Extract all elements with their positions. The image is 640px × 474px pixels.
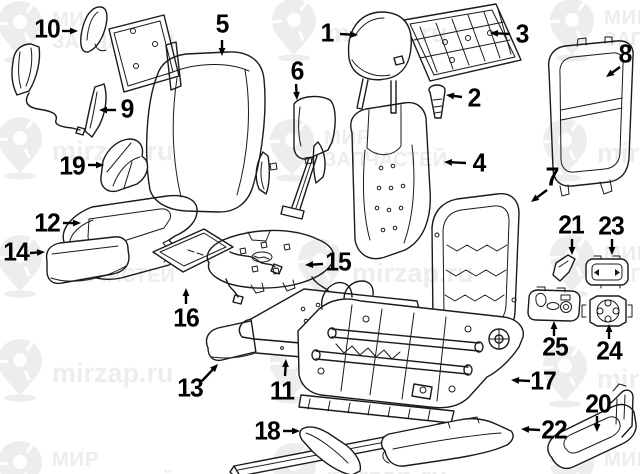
part-label-7-seat-back-frame[interactable]: 7 <box>545 161 560 192</box>
part-label-2-bolt[interactable]: 2 <box>467 82 482 113</box>
part-label-4-seat-back-pad[interactable]: 4 <box>472 147 487 178</box>
part-label-3-seat-back-panel[interactable]: 3 <box>515 18 530 49</box>
part-19-side-trim-drawing <box>100 138 149 193</box>
part-25-switch-panel-drawing <box>527 286 581 322</box>
part-22-rail-cover-drawing <box>380 416 514 467</box>
part-label-5-seat-back-cover[interactable]: 5 <box>215 8 230 39</box>
part-label-19-side-trim-cap[interactable]: 19 <box>59 150 86 181</box>
part-arrow-head-24 <box>605 324 613 332</box>
part-arrow-head-3 <box>490 30 499 37</box>
part-arrow-line-11 <box>283 366 287 377</box>
part-arrow-head-19 <box>96 161 104 169</box>
part-arrow-head-5 <box>218 48 226 56</box>
part-5-back-cover-drawing <box>145 51 266 213</box>
part-label-1-headrest[interactable]: 1 <box>320 17 335 48</box>
part-arrow-head-18 <box>292 427 300 435</box>
part-20-valance-panel-drawing <box>547 383 637 470</box>
part-arrow-line-15 <box>312 262 324 266</box>
part-arrow-head-7 <box>531 194 540 202</box>
part-arrow-head-25 <box>550 321 558 329</box>
part-arrow-line-22 <box>528 428 541 432</box>
part-label-14-bolster-pad-front[interactable]: 14 <box>3 236 30 267</box>
part-arrow-head-11 <box>282 359 289 368</box>
part-10-bolster-assembly-drawing <box>11 6 182 136</box>
part-16-sensor-mat-drawing <box>152 228 283 275</box>
part-6-lumbar-support-drawing <box>255 95 336 220</box>
part-2-bolt-drawing <box>428 84 446 119</box>
part-arrow-head-17 <box>511 377 520 384</box>
part-21-release-lever-drawing <box>552 254 576 282</box>
part-arrow-line-6 <box>294 83 298 93</box>
part-arrow-head-10 <box>70 27 78 35</box>
part-arrow-head-23 <box>608 247 616 255</box>
part-arrow-head-13 <box>210 364 218 373</box>
part-label-13-bolster-pad-lower[interactable]: 13 <box>177 372 204 403</box>
part-3-seat-back-panel-drawing <box>403 3 522 82</box>
part-label-6-lumbar-support[interactable]: 6 <box>290 55 305 86</box>
part-label-21-release-lever[interactable]: 21 <box>558 209 585 240</box>
part-arrow-head-14 <box>36 249 45 256</box>
part-arrow-line-8 <box>611 66 621 74</box>
part-23-seat-switch-drawing <box>585 255 629 289</box>
part-label-16-occupant-sensor-mat[interactable]: 16 <box>173 302 200 333</box>
part-1-headrest-drawing <box>347 11 412 114</box>
part-arrow-head-8 <box>606 69 615 77</box>
part-arrow-head-21 <box>568 247 576 255</box>
part-arrow-line-17 <box>518 379 531 383</box>
part-label-11-seat-cushion-pan[interactable]: 11 <box>269 375 295 406</box>
part-label-12-seat-cushion-cover[interactable]: 12 <box>34 207 61 238</box>
part-arrow-line-4 <box>451 161 467 165</box>
part-label-9-side-bracket[interactable]: 9 <box>120 93 135 124</box>
part-4-back-pad-drawing <box>350 101 431 260</box>
part-arrow-head-20 <box>593 424 601 432</box>
part-8-trim-frame-drawing <box>547 36 634 197</box>
part-9-side-bracket-drawing <box>84 83 107 138</box>
part-15-seat-pan-drawing <box>206 229 338 305</box>
part-label-18-inner-rail-cover[interactable]: 18 <box>254 415 281 446</box>
part-label-17-seat-track-assembly[interactable]: 17 <box>530 365 557 396</box>
part-arrow-head-16 <box>182 288 190 296</box>
part-label-24-lumbar-switch[interactable]: 24 <box>596 335 623 366</box>
part-arrow-head-22 <box>521 426 530 433</box>
part-arrow-line-1 <box>339 32 351 36</box>
part-24-lumbar-switch-drawing <box>581 295 633 327</box>
part-arrow-head-15 <box>305 261 314 268</box>
part-label-25-switch-panel[interactable]: 25 <box>542 331 569 362</box>
part-label-15-seat-pan-sensor-mat[interactable]: 15 <box>325 246 352 277</box>
part-label-8-seat-back-trim-frame[interactable]: 8 <box>618 38 633 69</box>
part-label-22-outer-rail-cover[interactable]: 22 <box>541 414 568 445</box>
part-18-rail-cover-drawing <box>299 426 362 474</box>
part-14-bolster-pad-drawing <box>45 236 130 285</box>
part-arrow-line-2 <box>453 94 463 99</box>
part-arrow-line-7 <box>536 189 548 199</box>
part-arrow-line-3 <box>497 32 511 36</box>
part-label-20-outer-valance-panel[interactable]: 20 <box>585 388 612 419</box>
part-arrow-head-6 <box>293 91 300 100</box>
part-arrow-head-12 <box>73 219 81 227</box>
part-arrow-line-13 <box>201 369 214 382</box>
part-arrow-head-2 <box>446 92 455 100</box>
part-label-10-side-bolster-pad[interactable]: 10 <box>34 13 61 44</box>
part-arrow-head-9 <box>99 106 107 114</box>
part-arrow-head-4 <box>444 158 453 166</box>
part-arrow-head-1 <box>349 31 358 38</box>
part-label-23-seat-switch[interactable]: 23 <box>598 210 625 241</box>
